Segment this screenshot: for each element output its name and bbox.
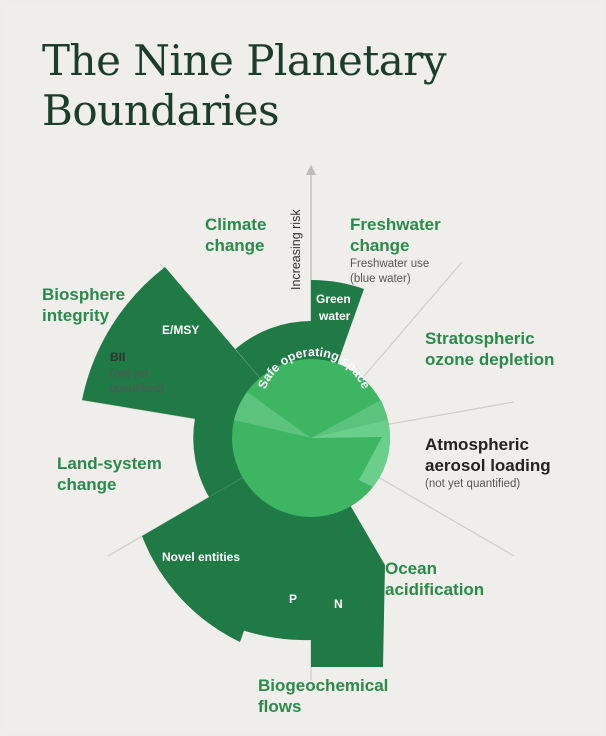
segment-label-water: water (318, 309, 351, 323)
risk-axis-label: Increasing risk (289, 209, 303, 290)
page-title: The Nine Planetary Boundaries (42, 36, 447, 136)
climate-line-1: Climate (205, 215, 267, 234)
biosphere-line-1: Biosphere (42, 285, 126, 304)
label-bii: BII (110, 350, 125, 365)
label-biogeochemical-flows: Biogeochemical flows (258, 675, 388, 717)
land-line-2: change (57, 475, 117, 494)
ocean-line-2: acidification (385, 580, 485, 599)
bii-sub-2: quantified) (110, 383, 164, 395)
label-biosphere-integrity: Biosphere integrity (42, 284, 125, 326)
ocean-line-1: Ocean (385, 559, 437, 578)
title-line-2: Boundaries (42, 86, 280, 135)
bii-sub-1: (not yet (110, 368, 149, 380)
label-aerosol-sub: (not yet quantified) (425, 477, 520, 492)
freshwater-line-2: change (350, 236, 410, 255)
safe-zone-highlight-biosphere (234, 392, 311, 438)
title-line-1: The Nine Planetary (42, 36, 447, 85)
biogeochemical-line-1: Biogeochemical (258, 676, 389, 695)
label-ocean-acidification: Ocean acidification (385, 558, 484, 600)
freshwater-sub-1: Freshwater use (350, 258, 430, 270)
label-aerosol-loading: Atmospheric aerosol loading (425, 434, 551, 476)
segment-labels: Green water E/MSY Novel entities P N (162, 292, 351, 611)
freshwater-sub-2: (blue water) (350, 273, 411, 285)
aerosol-line-1: Atmospheric (425, 435, 529, 454)
safe-zone: Safe operating space (232, 345, 391, 517)
safe-zone-highlight-ozone (311, 400, 388, 438)
label-climate-change: Climate change (205, 214, 266, 256)
label-bii-sub: (not yet quantified) (110, 367, 164, 397)
label-freshwater-use: Freshwater use (blue water) (350, 257, 429, 287)
segment-aerosol-light (311, 420, 391, 487)
bii-title: BII (110, 350, 126, 364)
biogeochemical-line-2: flows (258, 697, 302, 716)
aerosol-line-2: aerosol loading (425, 456, 551, 475)
climate-line-2: change (205, 236, 265, 255)
label-freshwater-change: Freshwater change (350, 214, 441, 256)
aerosol-sub: (not yet quantified) (425, 478, 521, 490)
segment-label-p: P (289, 592, 297, 606)
ozone-line-2: ozone depletion (425, 350, 555, 369)
biosphere-line-2: integrity (42, 306, 110, 325)
segment-label-novel-entities: Novel entities (162, 550, 240, 564)
ozone-line-1: Stratospheric (425, 329, 535, 348)
label-land-system-change: Land-system change (57, 453, 162, 495)
segment-label-green: Green (316, 292, 351, 306)
land-line-1: Land-system (57, 454, 162, 473)
segment-label-n: N (334, 597, 343, 611)
freshwater-line-1: Freshwater (350, 215, 441, 234)
label-ozone-depletion: Stratospheric ozone depletion (425, 328, 554, 370)
segment-label-emsy: E/MSY (162, 323, 199, 337)
